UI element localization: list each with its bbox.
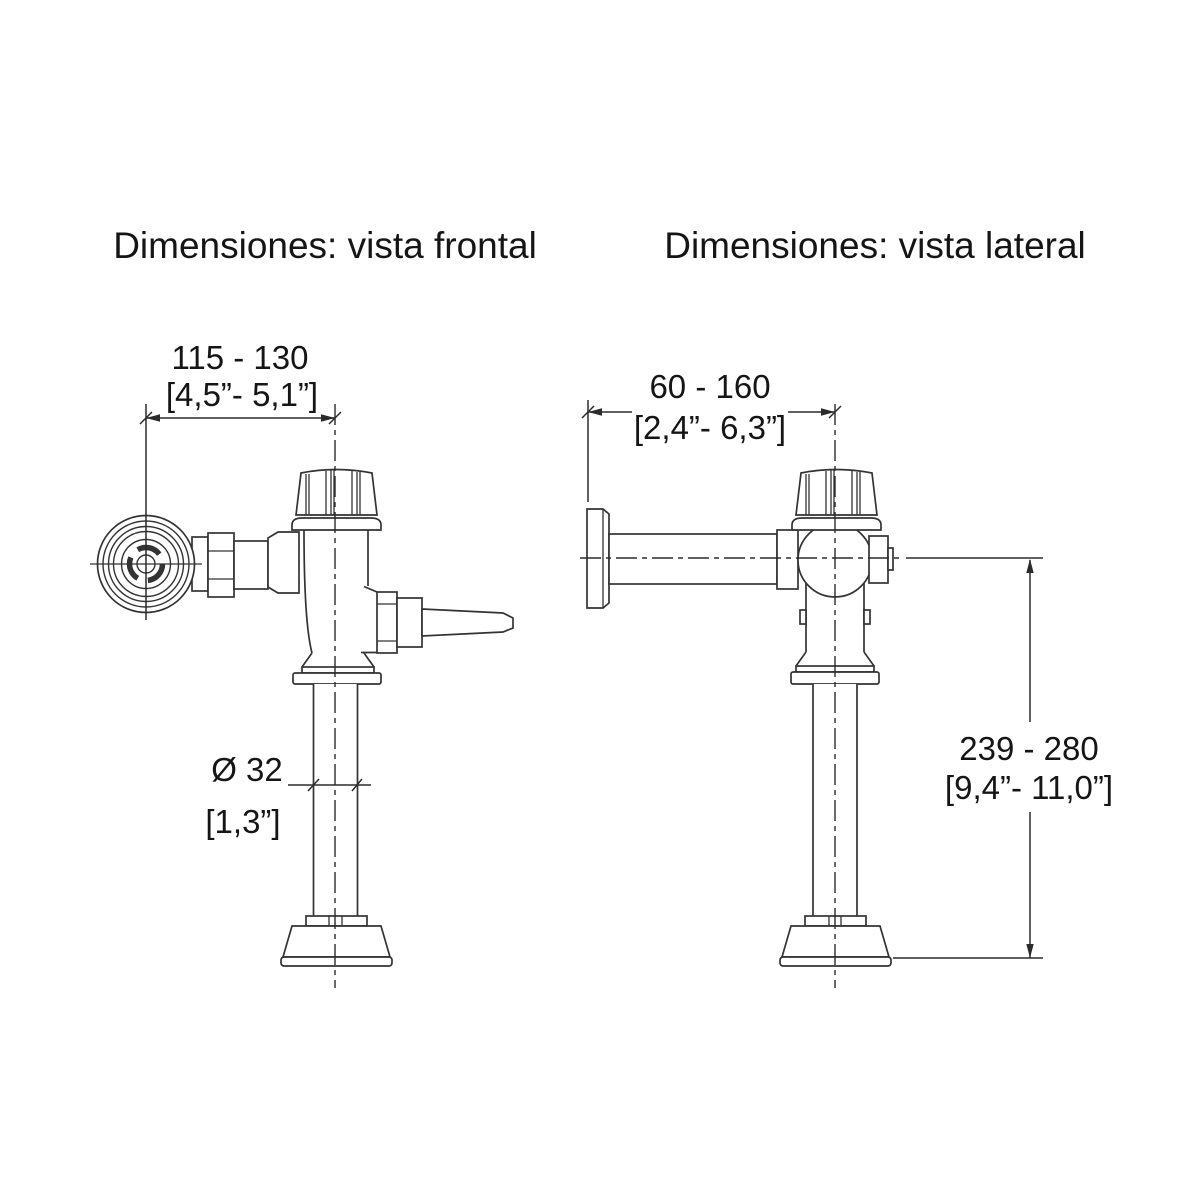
front-base-collar-upper: [301, 666, 375, 674]
lateral-height-dimension: 239 - 280 [9,4”- 11,0”]: [893, 557, 1113, 959]
dim-tick-icon: [307, 778, 363, 792]
front-body-fill: [304, 530, 377, 653]
front-ribbed-cap: [295, 468, 378, 516]
lateral-inlet-hub: [776, 529, 799, 590]
front-inlet-hub: [267, 531, 300, 594]
lateral-ribbed-cap: [795, 468, 878, 516]
front-base-collar-lower: [292, 672, 382, 685]
arrow-left-icon: [588, 408, 602, 416]
lateral-depth-dim-mm: 60 - 160: [649, 368, 770, 405]
dim-tick-icon: [139, 411, 342, 425]
front-diameter-dim-in: [1,3”]: [205, 803, 280, 840]
front-handle-lever: [421, 608, 514, 637]
lateral-side-tab-left: [799, 609, 807, 625]
front-diameter-dimension: Ø 32 [1,3”]: [205, 751, 371, 840]
lateral-tailpipe: [812, 684, 858, 916]
lateral-handle-button: [868, 535, 889, 584]
lateral-view-drawing: Dimensiones: vista lateral: [580, 225, 1113, 988]
dim-tick-icon: [581, 405, 842, 419]
arrow-right-icon: [321, 414, 335, 422]
lateral-cap-flange: [791, 517, 882, 531]
lateral-height-dim-mm: 239 - 280: [959, 730, 1098, 767]
front-coupling-nut: [207, 532, 235, 598]
front-width-dimension: 115 - 130 [4,5”- 5,1”]: [139, 339, 342, 988]
front-view-title: Dimensiones: vista frontal: [113, 225, 537, 266]
front-tailpipe: [312, 684, 359, 916]
lateral-depth-dimension: 60 - 160 [2,4”- 6,3”]: [581, 368, 842, 502]
arrow-left-icon: [146, 414, 160, 422]
arrow-up-icon: [1026, 559, 1034, 573]
front-view-drawing: Dimensiones: vista frontal: [90, 225, 537, 988]
front-inlet-pipe: [233, 540, 269, 590]
front-width-dim-in: [4,5”- 5,1”]: [166, 376, 318, 413]
front-handle-socket: [396, 597, 423, 648]
front-body-outline: [303, 529, 369, 654]
lateral-supply-pipe: [608, 533, 778, 585]
lateral-base-flare: [795, 651, 875, 667]
front-cap-flange: [291, 517, 382, 531]
front-spud-escutcheon: [280, 915, 393, 967]
lateral-handle-button-tip: [887, 547, 894, 571]
lateral-view-title: Dimensiones: vista lateral: [664, 225, 1086, 266]
arrow-right-icon: [821, 408, 835, 416]
lateral-side-tab-right: [863, 609, 871, 625]
lateral-body-fill: [806, 583, 864, 653]
lateral-height-dim-in: [9,4”- 11,0”]: [945, 769, 1113, 806]
front-base-flare: [301, 652, 375, 668]
front-width-dim-mm: 115 - 130: [172, 339, 309, 376]
arrow-down-icon: [1026, 944, 1034, 958]
front-handle-cone: [361, 585, 378, 654]
lateral-depth-dim-in: [2,4”- 6,3”]: [634, 409, 786, 446]
front-diameter-dim-value: Ø 32: [211, 751, 283, 788]
front-handle-nut: [376, 591, 398, 654]
